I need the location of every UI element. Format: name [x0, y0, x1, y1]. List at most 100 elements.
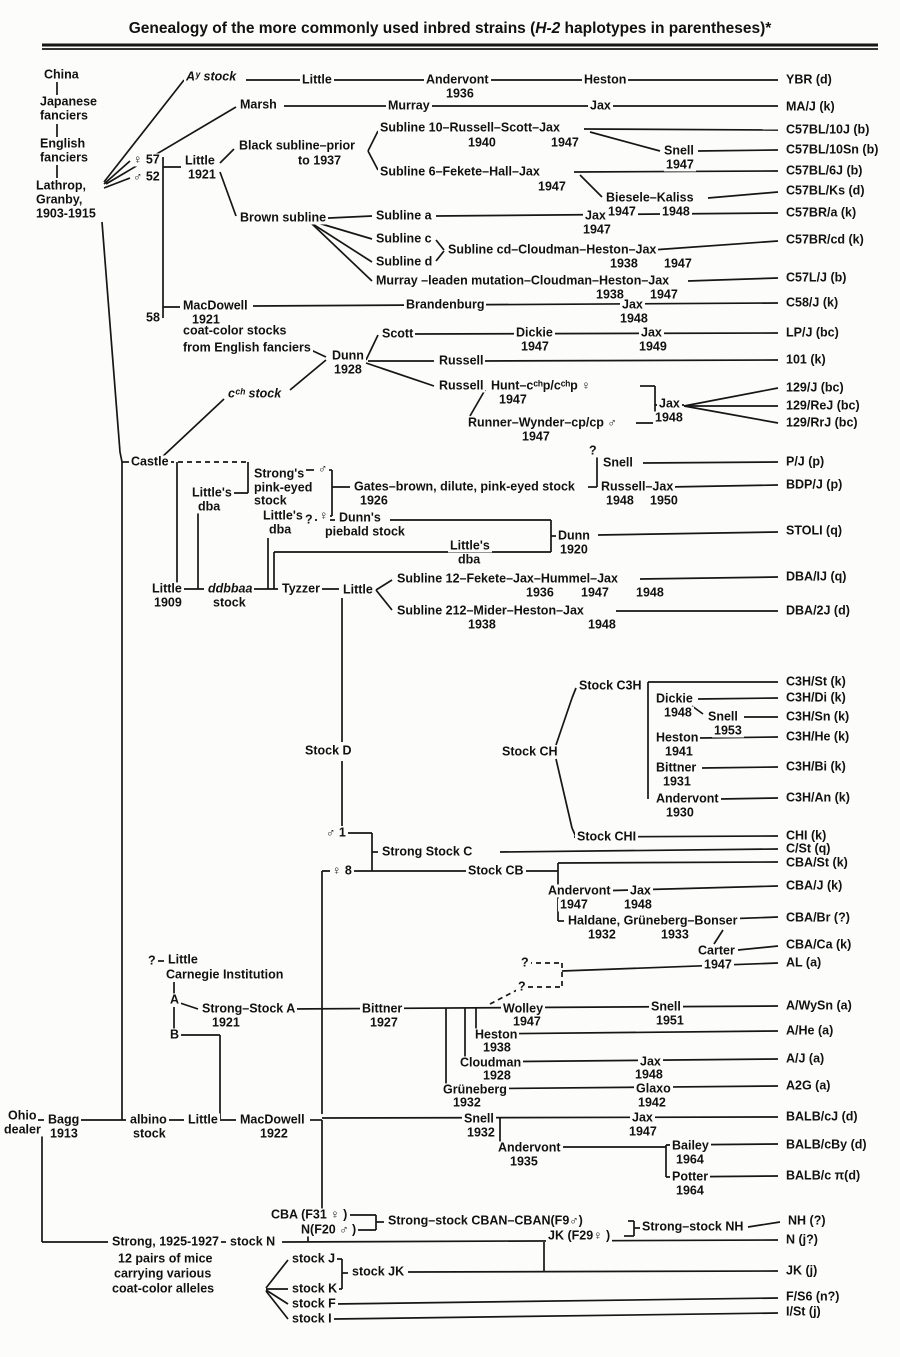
label-pairs-3: coat-color alleles — [110, 1281, 217, 1296]
label-snell-c3h: Snell — [706, 709, 740, 724]
label-year-1938-cd: 1938 — [608, 256, 640, 271]
label-strain-dba2j: DBA/2J (d) — [784, 603, 852, 618]
label-strain-cst: C/St (q) — [784, 841, 833, 856]
label-strain-c3hhe: C3H/He (k) — [784, 729, 852, 744]
label-albino-2: stock — [131, 1126, 168, 1141]
label-year-1948-212: 1948 — [586, 617, 618, 632]
label-year-1947-hunt: 1947 — [497, 392, 529, 407]
label-stock-cb: Stock CB — [466, 863, 526, 878]
label-jax-129: Jax — [657, 396, 682, 411]
label-year-1935: 1935 — [508, 1154, 540, 1169]
label-year-1951: 1951 — [654, 1013, 686, 1028]
label-little-balb: Little — [186, 1112, 220, 1127]
label-brandenburg: Brandenburg — [404, 297, 487, 312]
label-year-1928-a: 1928 — [481, 1068, 513, 1083]
label-russell-jax-bdp: Russell–Jax — [599, 479, 676, 494]
label-year-1950: 1950 — [648, 493, 680, 508]
label-strain-ma: MA/J (k) — [784, 99, 837, 114]
label-strain-pj: P/J (p) — [784, 454, 827, 469]
label-heston-c3h: Heston — [654, 730, 701, 745]
label-potter: Potter — [670, 1169, 711, 1184]
label-year-1940: 1940 — [466, 135, 498, 150]
label-year-1947-s10: 1947 — [549, 135, 581, 150]
label-subline-212: Subline 212–Mider–Heston–Jax — [395, 603, 586, 618]
label-littles-dba-1a: Little's — [190, 485, 234, 500]
label-brown-subline: Brown subline — [238, 210, 329, 225]
label-year-1932-b: 1932 — [465, 1125, 497, 1140]
label-little-1909a: Little — [150, 581, 184, 596]
label-strongs-1: Strong's — [252, 466, 307, 481]
label-ddbbaa: ddbbaa — [206, 581, 255, 596]
label-year-1938-a: 1938 — [481, 1040, 513, 1055]
label-snell-pj: Snell — [601, 455, 635, 470]
label-strain-cbast: CBA/St (k) — [784, 855, 850, 870]
label-year-1947-ca: 1947 — [702, 957, 734, 972]
label-female-8: ♀ 8 — [330, 863, 354, 878]
label-subline-d: Subline d — [374, 254, 435, 269]
label-albino-1: albino — [128, 1112, 169, 1127]
label-china: China — [42, 67, 81, 82]
label-q-stoli: ? — [303, 512, 315, 527]
label-little-1921-year: 1921 — [186, 167, 218, 182]
label-strain-fs6: F/S6 (n?) — [784, 1289, 842, 1304]
label-strain-a2g: A2G (a) — [784, 1078, 833, 1093]
label-n-f20: N(F20 ♂ ) — [299, 1222, 359, 1237]
label-year-1947-cba: 1947 — [558, 897, 590, 912]
label-ay-stock: Aʸ stock — [184, 69, 239, 84]
label-year-1941: 1941 — [663, 744, 695, 759]
title-prefix: Genealogy of the more commonly used inbr… — [128, 20, 536, 37]
label-year-1948-bk: 1948 — [660, 204, 692, 219]
label-year-1926: 1926 — [358, 493, 390, 508]
label-littles-dba-3a: Little's — [448, 538, 492, 553]
label-jax-lp: Jax — [639, 325, 664, 340]
label-runner: Runner–Wynder–cp/cp ♂ — [466, 415, 619, 430]
label-strain-c57bl6j: C57BL/6J (b) — [784, 163, 865, 178]
label-heston-a: Heston — [473, 1027, 520, 1042]
label-strongs-3: stock — [252, 493, 289, 508]
label-jax-c58: Jax — [620, 297, 645, 312]
label-cch-stock: cᶜʰ stock — [226, 386, 284, 401]
label-carnegie: Carnegie Institution — [164, 967, 286, 982]
label-year-1953: 1953 — [712, 723, 744, 738]
label-murray-leaden: Murray –leaden mutation–Cloudman–Heston–… — [374, 273, 672, 288]
label-andervont-balb: Andervont — [496, 1140, 563, 1155]
label-strong-nh: Strong–stock NH — [640, 1219, 746, 1234]
label-bailey: Bailey — [670, 1138, 711, 1153]
label-male-1: ♂ 1 — [324, 825, 348, 840]
label-gates: Gates–brown, dilute, pink-eyed stock — [352, 479, 577, 494]
label-jax-cba: Jax — [628, 883, 653, 898]
label-english: English — [38, 136, 88, 151]
label-year-1947-bk: 1947 — [606, 204, 638, 219]
label-murray-ma: Murray — [386, 98, 432, 113]
label-little-1921: Little — [183, 153, 217, 168]
label-strain-chi: CHI (k) — [784, 828, 829, 843]
label-year-1931: 1931 — [661, 774, 693, 789]
label-castle: Castle — [129, 454, 171, 469]
label-strain-c3han: C3H/An (k) — [784, 790, 852, 805]
label-snell-10sn: Snell — [662, 143, 696, 158]
label-year-1948-cba: 1948 — [622, 897, 654, 912]
label-andervont-ybr: Andervont — [424, 72, 491, 87]
label-stock-n: stock N — [228, 1234, 278, 1249]
label-subline-12: Subline 12–Fekete–Jax–Hummel–Jax — [395, 571, 620, 586]
label-strain-cbaj: CBA/J (k) — [784, 878, 845, 893]
label-marsh: Marsh — [238, 97, 279, 112]
label-year-1948-12: 1948 — [634, 585, 666, 600]
label-q-al-2: ? — [516, 979, 528, 994]
label-year-1947-l: 1947 — [648, 287, 680, 302]
label-strain-c57lj: C57L/J (b) — [784, 270, 849, 285]
label-gruneberg: Grüneberg — [441, 1082, 509, 1097]
label-strain-ist: I/St (j) — [784, 1304, 823, 1319]
label-stock-chi: Stock CHI — [575, 829, 639, 844]
label-year-1948-bdp: 1948 — [604, 493, 636, 508]
label-strain-bdpj: BDP/J (p) — [784, 477, 845, 492]
label-stock-jk: stock JK — [350, 1264, 407, 1279]
label-strain-129rrj: 129/RrJ (bc) — [784, 415, 860, 430]
label-strain-ybr: YBR (d) — [784, 72, 834, 87]
label-biesele: Biesele–Kaliss — [604, 190, 696, 205]
label-cba-f31: CBA (F31 ♀ ) — [269, 1207, 350, 1222]
label-dunn-1928: Dunn — [330, 348, 366, 363]
label-stock-d: Stock D — [303, 743, 354, 758]
label-strain-cbaca: CBA/Ca (k) — [784, 937, 854, 952]
label-strain-stoli: STOLI (q) — [784, 523, 845, 538]
